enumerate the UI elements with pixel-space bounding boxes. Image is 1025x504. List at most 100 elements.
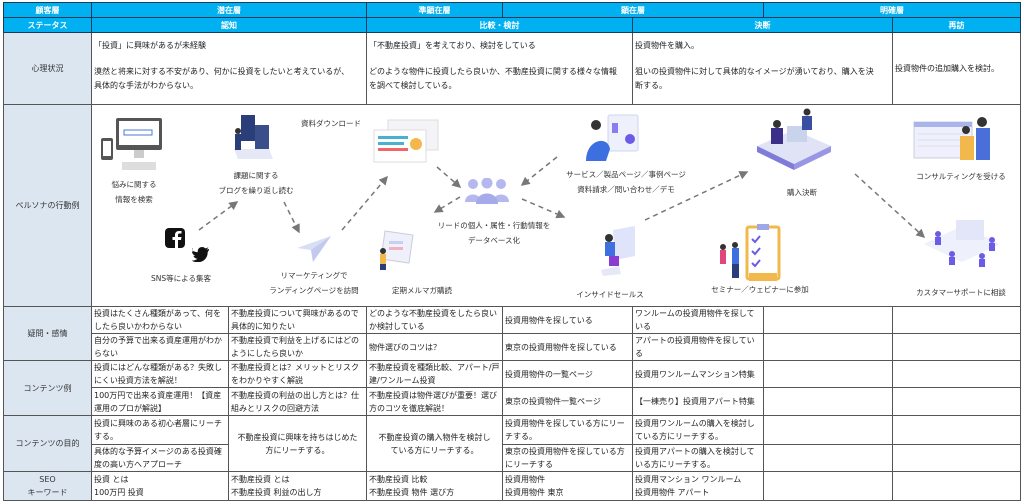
arrow-blog-to-landing — [283, 201, 300, 233]
seo-keyword-cell — [892, 471, 1021, 501]
content-example-cell — [892, 360, 1021, 388]
text: リードの個人・属性・行動情報を — [437, 220, 551, 230]
content-example-cell: 投資用ワンルームマンション特集 — [632, 360, 764, 388]
doubts-cell: 自分の予算で出来る資産運用がわからない — [91, 333, 229, 361]
psychology-comparison: 「不動産投資」を考えており、検討をしているどのような物件に投資したら良いか、不動… — [366, 32, 633, 105]
doubts-cell: 投資用物件を探している — [502, 306, 633, 334]
arrow-download-to-database — [436, 165, 462, 188]
text: 漠然と将来に対する不安があり、何かに投資をしたいと考えているが、 — [94, 67, 350, 76]
segment-header-label: 顧客層 — [3, 2, 92, 18]
psychology-decision: 投資物件を購入。狙いの投資物件に対して具体的なイメージが湧いており、購入を決断す… — [632, 32, 893, 105]
step-purchase: 購入決断 — [787, 187, 817, 197]
text: 投資物件を購入。 — [635, 41, 699, 50]
doubts-cell: 東京の投資用物件を探している — [502, 333, 633, 361]
segment-semi-apparent: 準顕在層 — [366, 2, 503, 18]
content-goal-cell — [763, 415, 893, 445]
step-database: リードの個人・属性・行動情報をデータベース化 — [438, 218, 551, 248]
status-decision: 決断 — [632, 17, 893, 33]
keyword: 投資用物件 東京 — [505, 488, 564, 497]
text: 課題に関する — [233, 170, 279, 180]
doubts-cell: 物件選びのコツは？ — [366, 333, 503, 361]
arrow-landing-to-download — [341, 175, 388, 230]
purchase-meeting-icon — [757, 108, 831, 170]
segment-clear: 明確層 — [763, 2, 1021, 18]
keyword: 不動産投資 物件 選び方 — [369, 488, 455, 497]
doubts-row: 疑問・感情投資はたくさん種類があって、何をしたら良いかわからない不動産投資につい… — [3, 306, 1021, 361]
seo-label: SEO キーワード — [3, 471, 92, 501]
keyword: 投資用物件 — [505, 475, 545, 484]
content-example-cell: 不動産投資の利益の出し方とは？仕組みとリスクの回避方法 — [228, 387, 367, 416]
content-goal-cell — [892, 444, 1021, 472]
step-newsletter: 定期メルマガ購読 — [392, 285, 452, 295]
step-inside-sales: インサイドセールス — [576, 289, 644, 299]
keyword: 投資用物件 アパート — [635, 488, 710, 497]
customer-journey-map: 顧客層 潜在層 準顕在層 顕在層 明確層 ステータス 認知 比較・検討 決断 再… — [3, 2, 1021, 501]
arrow-database-to-newsletter — [433, 195, 461, 213]
document-download-icon — [373, 119, 439, 162]
consulting-icon — [913, 116, 990, 160]
arrow-sns-to-blog — [198, 200, 239, 231]
seo-keyword-cell: 不動産投資 比較不動産投資 物件 選び方 — [366, 471, 503, 501]
text: ブログを繰り返し読む — [218, 185, 294, 195]
step-service: サービス／製品ページ／事例ページ資料請求／問い合わせ／デモ — [566, 167, 686, 197]
arrow-service-to-database — [520, 155, 558, 186]
seminar-clipboard-icon — [720, 223, 781, 281]
content-goal-row: 具体的な予算イメージのある投資確度の高い方へアプローチ 東京の投資用物件を探してい… — [4, 444, 1021, 472]
text: を調べて検討している。 — [369, 81, 457, 90]
psychology-awareness: 「投資」に興味があるが未経験漠然と将来に対する不安があり、何かに投資をしたいと考… — [91, 32, 367, 105]
content-example-cell: 投資用物件の一覧ページ — [502, 360, 633, 388]
segment-apparent: 顕在層 — [502, 2, 764, 18]
doubts-cell — [892, 333, 1021, 361]
text: 具体的な手法がわからない。 — [94, 81, 198, 90]
arrow-inside-sales-to-purchase — [644, 170, 749, 221]
content-example-label: コンテンツ例 — [3, 360, 92, 416]
text: キーワード — [27, 488, 68, 497]
content-example-cell: 不動産投資は物件選びが重要！選び方のコツを徹底解説！ — [366, 387, 503, 416]
content-goal-cell: 東京の投資用物件を探している方にリーチする — [502, 444, 633, 472]
arrow-database-to-inside-sales — [521, 197, 566, 218]
step-download: 資料ダウンロード — [301, 118, 361, 128]
content-example-cell: 投資にはどんな種類がある？失敗しにくい投資方法を解説！ — [91, 360, 229, 388]
facebook-icon[interactable] — [165, 227, 185, 248]
text: 狙いの投資物件に対して具体的なイメージが湧いており、購入を決 — [635, 67, 874, 76]
twitter-icon[interactable] — [192, 246, 210, 262]
segment-latent: 潜在層 — [91, 2, 367, 18]
step-search: 悩みに関する情報を検索 — [112, 177, 157, 207]
status-header-label: ステータス — [3, 17, 92, 33]
doubts-cell — [892, 306, 1021, 334]
content-goal-cell: 投資に興味のある初心者層にリーチする。 — [91, 415, 229, 445]
content-goal-cell: 具体的な予算イメージのある投資確度の高い方へアプローチ — [91, 444, 229, 472]
content-example-cell: 東京の投資物件一覧ページ — [502, 387, 633, 416]
flow-arrows — [198, 155, 926, 238]
content-example-cell — [892, 387, 1021, 416]
step-blog: 課題に関するブログを繰り返し読む — [219, 168, 294, 198]
service-page-icon — [586, 114, 639, 161]
keyword: 100万円 投資 — [94, 488, 144, 497]
step-support: カスタマーサポートに相談 — [916, 287, 1006, 297]
keyword: 投資 とは — [94, 475, 129, 484]
keyword: 不動産投資 利益の出し方 — [231, 488, 322, 497]
content-example-row: 100万円で出来る資産運用！【資産運用のプロが解説】不動産投資の利益の出し方とは… — [4, 387, 1021, 416]
content-goal-cell: 投資用ワンルームの購入を検討している方にリーチする。 — [632, 415, 764, 445]
text: サービス／製品ページ／事例ページ — [566, 169, 686, 179]
content-goal-cell: 不動産投資の購入物件を検討している方にリーチする。 — [366, 415, 503, 472]
step-consulting: コンサルティングを受ける — [916, 171, 1006, 181]
content-goal-cell — [763, 444, 893, 472]
content-goal-cell: 投資用アパートの購入を検討している方にリーチする。 — [632, 444, 764, 472]
paper-plane-icon — [297, 235, 331, 262]
status-awareness: 認知 — [91, 17, 367, 33]
content-example-cell — [763, 387, 893, 416]
seo-keyword-cell: 投資用マンション ワンルーム投資用物件 アパート — [632, 471, 764, 501]
doubts-cell: どのような不動産投資をしたら良いか検討している — [366, 306, 503, 334]
doubts-cell: 投資はたくさん種類があって、何をしたら良いかわからない — [91, 306, 229, 334]
content-example-cell: 不動産投資を種類比較、アパート/戸建/ワンルーム投資 — [366, 360, 503, 388]
text: どのような物件に投資したら良いか、不動産投資に関する様々な情報 — [369, 67, 617, 76]
doubts-cell — [763, 333, 893, 361]
text: ランディングページを訪問 — [269, 285, 359, 295]
newsletter-icon — [380, 229, 414, 270]
content-example-row: コンテンツ例投資にはどんな種類がある？失敗しにくい投資方法を解説！不動産投資とは… — [3, 360, 1021, 416]
keyword: 投資用マンション ワンルーム — [635, 475, 742, 484]
text: SEO — [39, 475, 56, 484]
inside-sales-icon — [601, 225, 635, 276]
blog-reading-icon — [234, 114, 273, 159]
